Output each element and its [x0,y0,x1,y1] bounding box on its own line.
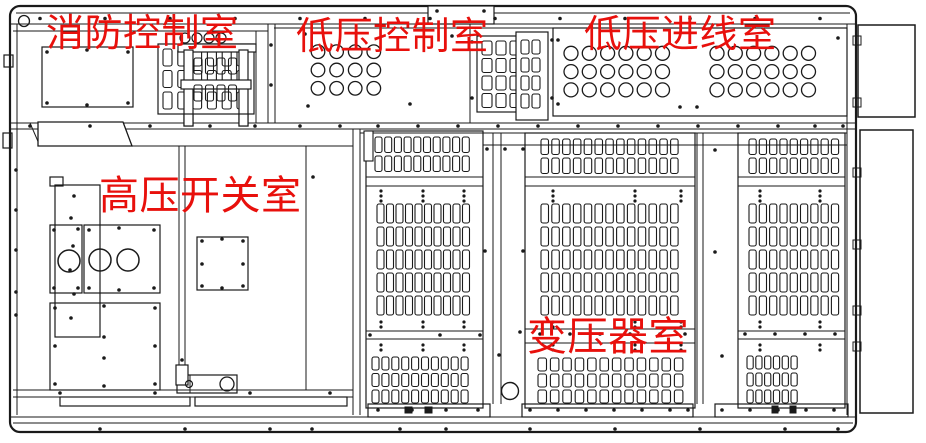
room-label-hv-switch: 高压开关室 [99,173,302,218]
room-label-lv-control: 低压控制室 [296,16,489,58]
screw-dots [14,9,845,431]
ventilation-holes [17,14,817,401]
enclosure-structure [2,4,916,434]
room-label-transformer: 变压器室 [527,314,689,359]
room-label-fire-control: 消防控制室 [46,13,239,55]
louver-grids [193,39,840,404]
room-label-lv-incoming: 低压进线室 [584,14,777,56]
